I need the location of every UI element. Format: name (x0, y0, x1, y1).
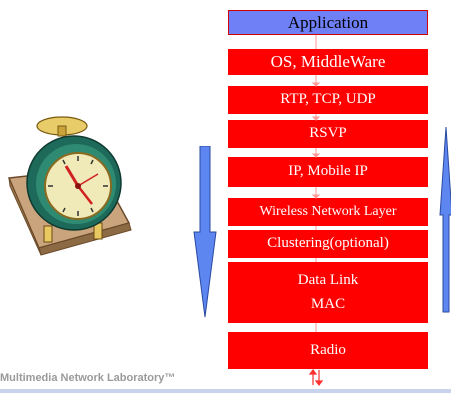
up-arrow-icon (439, 127, 451, 313)
layer-mac-label: MAC (310, 295, 346, 312)
layer-wireless-network: Wireless Network Layer (228, 198, 428, 226)
alarm-clock-icon (7, 116, 132, 256)
layer-connectors (308, 35, 324, 386)
down-arrow-icon (193, 146, 217, 318)
layer-radio: Radio (228, 332, 428, 369)
footer-lab-name: Multimedia Network Laboratory™ (0, 372, 176, 384)
layer-application: Application (228, 10, 428, 35)
layer-ip: IP, Mobile IP (228, 157, 428, 187)
layer-clustering: Clustering(optional) (228, 230, 428, 258)
layer-transport: RTP, TCP, UDP (228, 86, 428, 114)
layer-datalink-mac: Data Link MAC (228, 262, 428, 323)
layer-os-middleware: OS, MiddleWare (228, 49, 428, 75)
footer-rule (0, 389, 451, 393)
layer-datalink-label: Data Link (297, 272, 359, 289)
layer-rsvp: RSVP (228, 120, 428, 148)
